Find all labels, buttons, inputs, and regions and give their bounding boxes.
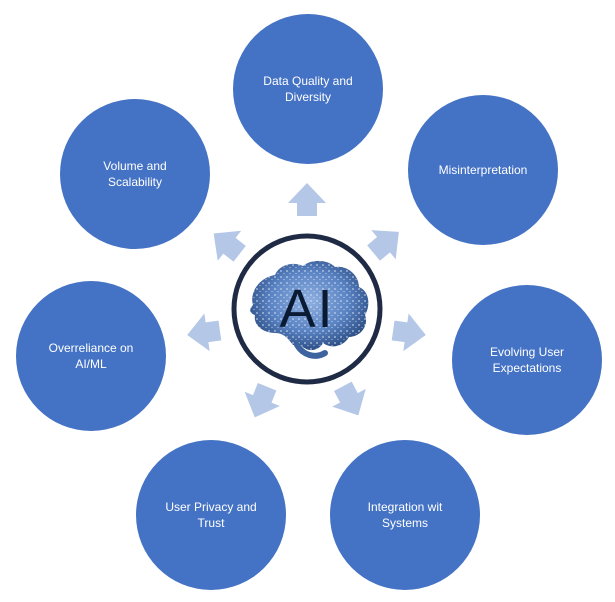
node-misinterpretation: Misinterpretation (408, 95, 558, 245)
arrow-to-evolving-expectations (390, 311, 429, 354)
arrow-to-data-quality (288, 183, 326, 216)
node-overreliance: Overreliance on AI/ML (16, 281, 166, 431)
node-volume: Volume and Scalability (60, 99, 210, 249)
node-label: Misinterpretation (438, 163, 528, 177)
arrow-to-overreliance (184, 311, 223, 354)
node-integration: Integration wit Systems (330, 440, 480, 590)
node-label: Evolving User Expectations (489, 345, 565, 375)
brain-icon (231, 233, 383, 385)
node-label: Integration wit Systems (367, 500, 443, 530)
center-hub: AI (231, 233, 383, 385)
node-label: Volume and Scalability (103, 159, 167, 189)
node-label: Overreliance on AI/ML (48, 341, 134, 371)
node-data-quality: Data Quality and Diversity (233, 14, 383, 164)
node-evolving-expectations: Evolving User Expectations (452, 285, 602, 435)
node-label: User Privacy and Trust (165, 500, 257, 530)
node-label: Data Quality and Diversity (263, 74, 353, 104)
arrow-to-privacy (237, 379, 285, 425)
node-privacy: User Privacy and Trust (136, 440, 286, 590)
